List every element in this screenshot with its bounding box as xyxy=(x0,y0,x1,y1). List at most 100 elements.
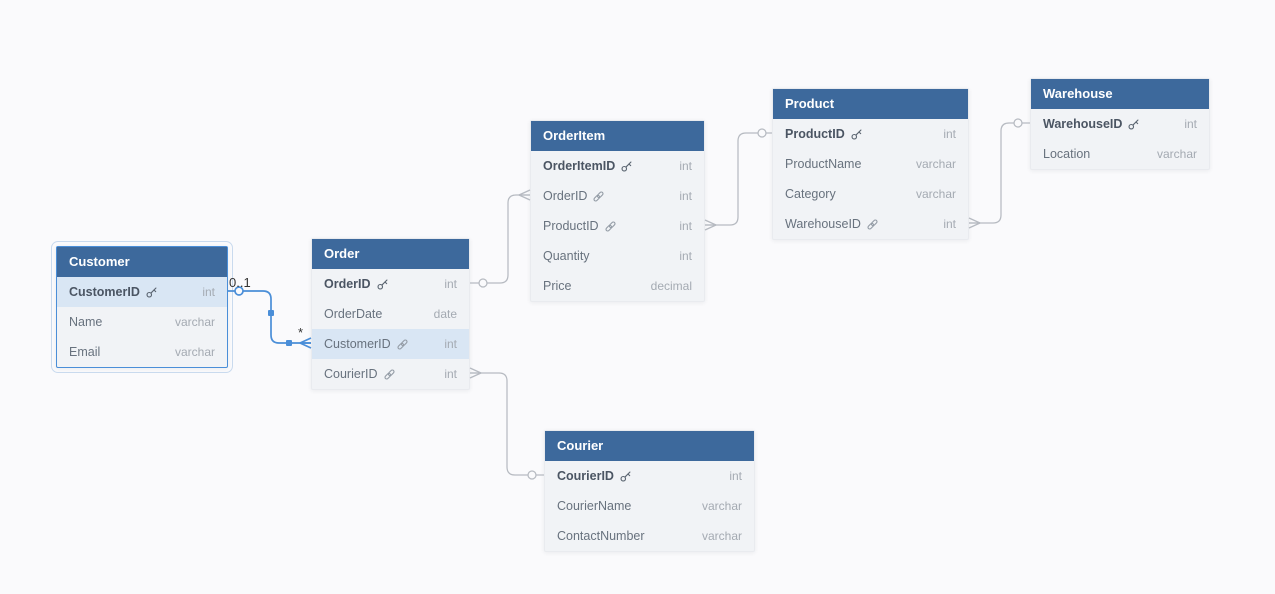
field-type: int xyxy=(444,367,457,381)
waypoint-handle[interactable] xyxy=(268,310,274,316)
field-row-couriername[interactable]: CourierName varchar xyxy=(545,491,754,521)
table-title: OrderItem xyxy=(543,128,606,143)
field-name: ProductID xyxy=(543,219,599,233)
field-type: varchar xyxy=(174,315,215,329)
field-row-contactnumber[interactable]: ContactNumber varchar xyxy=(545,521,754,551)
field-name: ProductName xyxy=(785,157,862,171)
cardinality-label: 0..1 xyxy=(229,275,251,290)
field-name: ContactNumber xyxy=(557,529,645,543)
field-row-customerid[interactable]: CustomerID int xyxy=(57,277,227,307)
relationship-line[interactable] xyxy=(470,194,530,284)
field-type: int xyxy=(679,219,692,233)
field-row-productid[interactable]: ProductID int xyxy=(531,211,704,241)
relationship-line[interactable] xyxy=(969,122,1030,224)
field-name: Name xyxy=(69,315,103,329)
table-header[interactable]: Customer xyxy=(57,247,227,277)
field-name: CourierID xyxy=(557,469,614,483)
one-end-marker xyxy=(234,286,244,296)
field-row-name[interactable]: Name varchar xyxy=(57,307,227,337)
table-header[interactable]: OrderItem xyxy=(531,121,704,151)
field-name: OrderDate xyxy=(324,307,383,321)
rel-customer-order[interactable]: 0..1 * xyxy=(228,275,312,349)
field-name: CourierID xyxy=(324,367,378,381)
field-row-price[interactable]: Price decimal xyxy=(531,271,704,301)
field-name: Quantity xyxy=(543,249,590,263)
relationship-line[interactable] xyxy=(228,290,311,344)
link-icon xyxy=(396,338,409,351)
waypoint-handle[interactable] xyxy=(286,340,292,346)
field-type: int xyxy=(943,217,956,231)
key-icon xyxy=(850,128,863,141)
field-type: decimal xyxy=(650,279,692,293)
field-name: WarehouseID xyxy=(1043,117,1123,131)
cardinality-label: * xyxy=(298,325,303,340)
rel-orderitem-product[interactable] xyxy=(704,128,772,231)
field-row-category[interactable]: Category varchar xyxy=(773,179,968,209)
field-row-courierid[interactable]: CourierID int xyxy=(312,359,469,389)
one-end-marker xyxy=(478,278,488,288)
relationship-line[interactable] xyxy=(470,372,544,476)
table-title: Courier xyxy=(557,438,604,453)
field-row-orderdate[interactable]: OrderDate date xyxy=(312,299,469,329)
table-header[interactable]: Order xyxy=(312,239,469,269)
field-type: int xyxy=(679,249,692,263)
rel-product-warehouse[interactable] xyxy=(968,118,1030,229)
field-name: Location xyxy=(1043,147,1091,161)
many-end-marker xyxy=(469,367,482,379)
key-icon xyxy=(145,286,158,299)
field-type: int xyxy=(679,189,692,203)
field-name: CustomerID xyxy=(69,285,140,299)
field-name: Category xyxy=(785,187,836,201)
field-type: varchar xyxy=(915,187,956,201)
field-name: ProductID xyxy=(785,127,845,141)
table-header[interactable]: Courier xyxy=(545,431,754,461)
key-icon xyxy=(1127,118,1140,131)
key-icon xyxy=(619,470,632,483)
one-end-marker xyxy=(757,128,767,138)
field-type: varchar xyxy=(701,529,742,543)
field-type: int xyxy=(729,469,742,483)
key-icon xyxy=(376,278,389,291)
field-row-warehouseid[interactable]: WarehouseID int xyxy=(773,209,968,239)
field-name: CourierName xyxy=(557,499,632,513)
table-title: Product xyxy=(785,96,835,111)
field-name: Price xyxy=(543,279,572,293)
table-header[interactable]: Warehouse xyxy=(1031,79,1209,109)
table-header[interactable]: Product xyxy=(773,89,968,119)
key-icon xyxy=(620,160,633,173)
link-icon xyxy=(383,368,396,381)
table-title: Order xyxy=(324,246,360,261)
field-name: WarehouseID xyxy=(785,217,861,231)
field-name: Email xyxy=(69,345,101,359)
many-end-marker xyxy=(518,189,531,201)
table-title: Warehouse xyxy=(1043,86,1113,101)
field-row-warehouseid[interactable]: WarehouseID int xyxy=(1031,109,1209,139)
field-row-courierid[interactable]: CourierID int xyxy=(545,461,754,491)
field-type: date xyxy=(433,307,457,321)
relationship-line[interactable] xyxy=(705,132,772,226)
field-name: OrderItemID xyxy=(543,159,616,173)
field-type: int xyxy=(202,285,215,299)
rel-order-orderitem[interactable] xyxy=(470,189,531,288)
field-row-quantity[interactable]: Quantity int xyxy=(531,241,704,271)
field-type: int xyxy=(1184,117,1197,131)
field-name: OrderID xyxy=(324,277,371,291)
rel-order-courier[interactable] xyxy=(469,367,544,480)
field-type: varchar xyxy=(701,499,742,513)
field-name: CustomerID xyxy=(324,337,391,351)
